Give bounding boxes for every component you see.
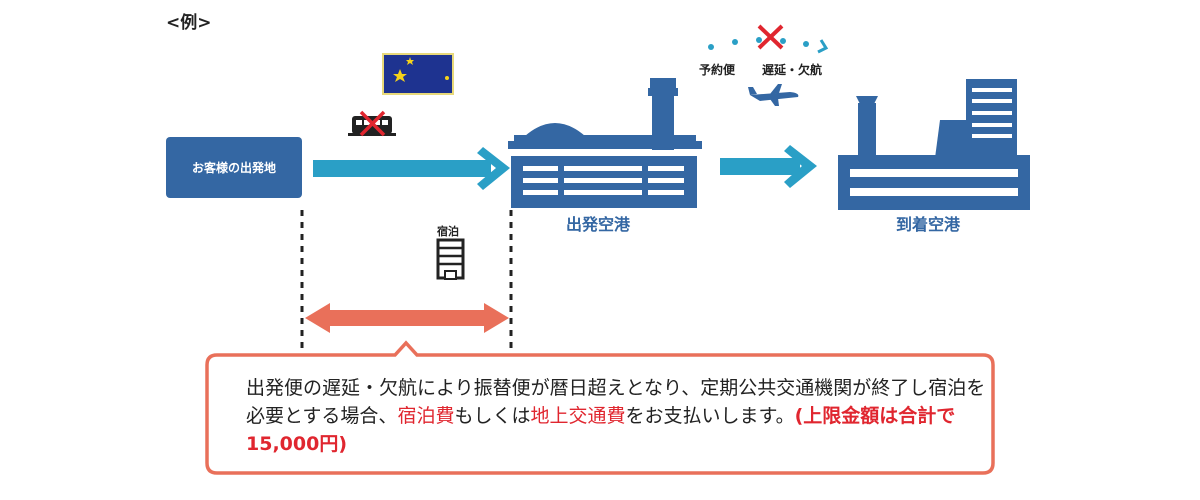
flight-path-dots [708,37,829,54]
airplane-icon [748,84,799,106]
origin-box: お客様の出発地 [166,137,302,198]
departure-airport-building-icon [508,78,702,208]
cancel-x-icon [757,24,784,50]
night-moon-stars-icon [382,53,454,95]
hotel-building-icon [436,238,465,280]
callout-box [205,340,995,475]
arrival-airport-label: 到着空港 [896,215,961,234]
lodging-cost-highlight: 宿泊費 [397,405,455,427]
arrow-departure-to-arrival [720,145,817,188]
callout-text-part2: もしくは [454,405,531,427]
ground-transport-cost-highlight: 地上交通費 [530,405,626,427]
example-label: <例> [166,13,212,33]
double-arrow-stay-period [305,303,509,333]
origin-label: お客様の出発地 [191,161,276,175]
train-cancelled-icon [348,110,396,137]
lodging-label: 宿泊 [437,225,459,238]
delay-cancel-label: 遅延・欠航 [762,63,823,77]
limit-amount-note: (上限金額は合計で15,000円) [246,405,956,455]
reserved-flight-label: 予約便 [699,63,736,77]
arrow-origin-to-departure [313,147,510,190]
callout-text-part3: をお支払いします。 [625,405,795,427]
departure-airport-label: 出発空港 [566,215,631,234]
callout-text: 出発便の遅延・欠航により振替便が暦日超えとなり、定期公共交通機関が終了し宿泊を必… [246,374,986,458]
callout-text-part1: 出発便の遅延・欠航により振替便が暦日超えとなり、定期公共交通機関が終了し宿泊を必… [246,377,986,427]
arrival-airport-building-icon [838,79,1030,210]
